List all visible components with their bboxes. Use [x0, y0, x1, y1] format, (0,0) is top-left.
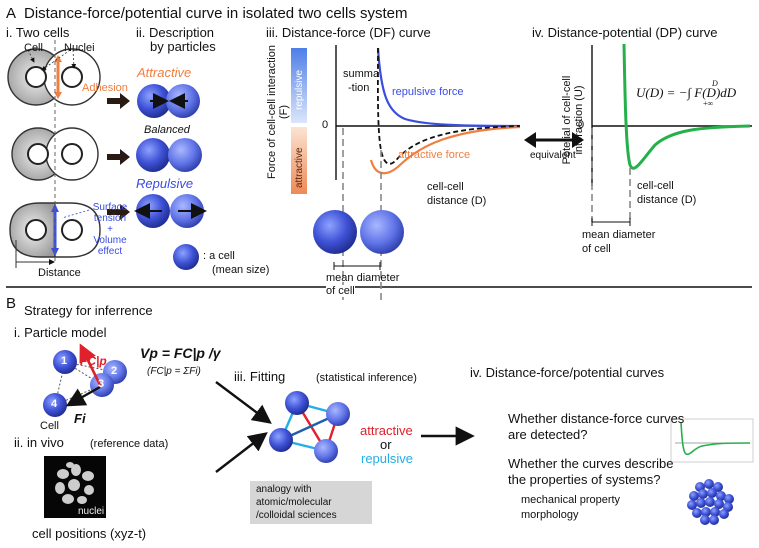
question-text: the properties of systems?: [508, 472, 661, 487]
attractive-band-label: attractive: [294, 147, 305, 188]
fit-node: [314, 439, 338, 463]
df-inset: [670, 418, 754, 463]
section-subtitle: (reference data): [90, 438, 169, 450]
question-text: Whether the curves describe: [508, 456, 674, 471]
dp-zero-label: 0: [578, 119, 585, 131]
a-cell-label: : a cell: [203, 250, 235, 262]
cell-label: Cell: [24, 42, 43, 54]
attractive-label-b: attractive: [360, 423, 413, 438]
cell-ball-left: [313, 210, 357, 254]
df-y-label: Force of cell-cell interaction (F): [266, 45, 291, 179]
section-title: ii. in vivo: [14, 435, 64, 450]
df-x-label: distance (D): [427, 195, 487, 207]
fit-node: [269, 428, 293, 452]
summation-label: summa: [343, 68, 380, 80]
repulsive-label-b: repulsive: [361, 451, 414, 466]
node-label: 3: [98, 378, 105, 390]
analogy-box: [250, 481, 372, 524]
balanced-label: Balanced: [144, 124, 190, 136]
particle-ball: [168, 138, 202, 172]
arrow-right-icon: [107, 93, 130, 109]
repulsive-label: Repulsive: [136, 176, 194, 191]
attractive-band: [291, 127, 307, 194]
attractive-force-label: attractive force: [398, 149, 471, 161]
panel-letter-a: A: [6, 5, 17, 22]
attractive-label: Attractive: [137, 65, 192, 80]
property-item: morphology: [521, 509, 579, 521]
repulsive-band: [291, 48, 307, 123]
dp-mean-diameter-label: mean diameter: [582, 229, 656, 241]
arrow-right-icon: [107, 204, 130, 220]
fi-label: Fi: [74, 411, 86, 426]
panel-a-title: Distance-force/potential curve in isolat…: [24, 5, 408, 22]
dp-mean-diameter-label: of cell: [582, 243, 611, 255]
section-title: i. Two cells: [6, 25, 70, 40]
question-text: Whether distance-force curves: [508, 411, 685, 426]
cell-ball-right: [360, 210, 404, 254]
property-item: mechanical property: [521, 494, 621, 506]
adhesion-label: Adhesion: [82, 82, 128, 94]
particle-node: [43, 393, 67, 417]
particle-ball: [136, 138, 170, 172]
node-label: 2: [111, 365, 118, 377]
distance-label: Distance: [38, 267, 81, 279]
fit-node: [285, 391, 309, 415]
df-x-label: cell-cell: [427, 181, 464, 193]
analogy-text: analogy with: [256, 484, 312, 495]
cell-pair-attractive: [7, 48, 101, 106]
dp-x-label: distance (D): [637, 194, 697, 206]
summation-curve: [376, 47, 521, 165]
repulsive-band-label: repulsive: [294, 69, 305, 110]
a-cell-label: (mean size): [212, 264, 270, 276]
panel-b-title: Strategy for inferrence: [24, 303, 153, 318]
cell-label-b: Cell: [40, 420, 59, 432]
zero-label: 0: [322, 119, 329, 131]
equivalent-label: equivalent: [530, 150, 576, 161]
arrow-right-icon: [107, 149, 130, 165]
section-title: i. Particle model: [14, 325, 107, 340]
repulsive-force-curve: [376, 47, 521, 128]
section-title: ii. Description: [136, 25, 215, 40]
section-subtitle: (statistical inference): [316, 372, 417, 384]
section-title: iv. Distance-potential (DP) curve: [532, 25, 718, 40]
analogy-text: /colloidal sciences: [256, 510, 337, 521]
surface-tension-label: Surface tension + Volume effect: [92, 202, 128, 257]
repulsive-force-label: repulsive force: [392, 86, 464, 98]
formula-upper-limit: D: [712, 79, 718, 88]
fit-node: [326, 402, 350, 426]
velocity-equation: Vp = FC|p /γ: [140, 345, 221, 361]
cell-pair-balanced: [11, 127, 99, 181]
particle-node: [53, 350, 77, 374]
dp-x-label: cell-cell: [637, 180, 674, 192]
or-label: or: [380, 437, 392, 452]
mean-diameter-label: of cell: [326, 285, 355, 298]
attractive-force-curve: [369, 125, 521, 175]
particle-ball: [173, 244, 199, 270]
formula-lower-limit: +∞: [703, 99, 714, 108]
node-label: 1: [61, 355, 68, 367]
force-sum-equation: (FC|p = ΣFi): [147, 366, 201, 377]
double-arrow-icon: [524, 132, 584, 148]
nuclei-label: Nuclei: [64, 42, 95, 54]
section-title: iv. Distance-force/potential curves: [470, 365, 665, 380]
summation-label: -tion: [348, 82, 370, 94]
question-text: are detected?: [508, 427, 588, 442]
section-title: by particles: [150, 39, 216, 54]
inset-curve: [680, 421, 751, 456]
node-label: 4: [51, 398, 58, 410]
section-title: iii. Distance-force (DF) curve: [266, 25, 431, 40]
cell-positions-label: cell positions (xyz-t): [32, 526, 147, 541]
panel-letter-b: B: [6, 295, 17, 312]
analogy-text: atomic/molecular: [256, 497, 332, 508]
potential-curve: [622, 43, 751, 170]
cell-cluster: [687, 479, 734, 525]
mean-diameter-label: mean diameter: [326, 272, 400, 284]
section-title: iii. Fitting: [234, 369, 286, 384]
potential-formula: U(D) = −∫ F(D)dD: [636, 85, 737, 100]
fcp-label: FC|p: [80, 354, 107, 368]
nuclei-image-label: nuclei: [78, 506, 105, 517]
